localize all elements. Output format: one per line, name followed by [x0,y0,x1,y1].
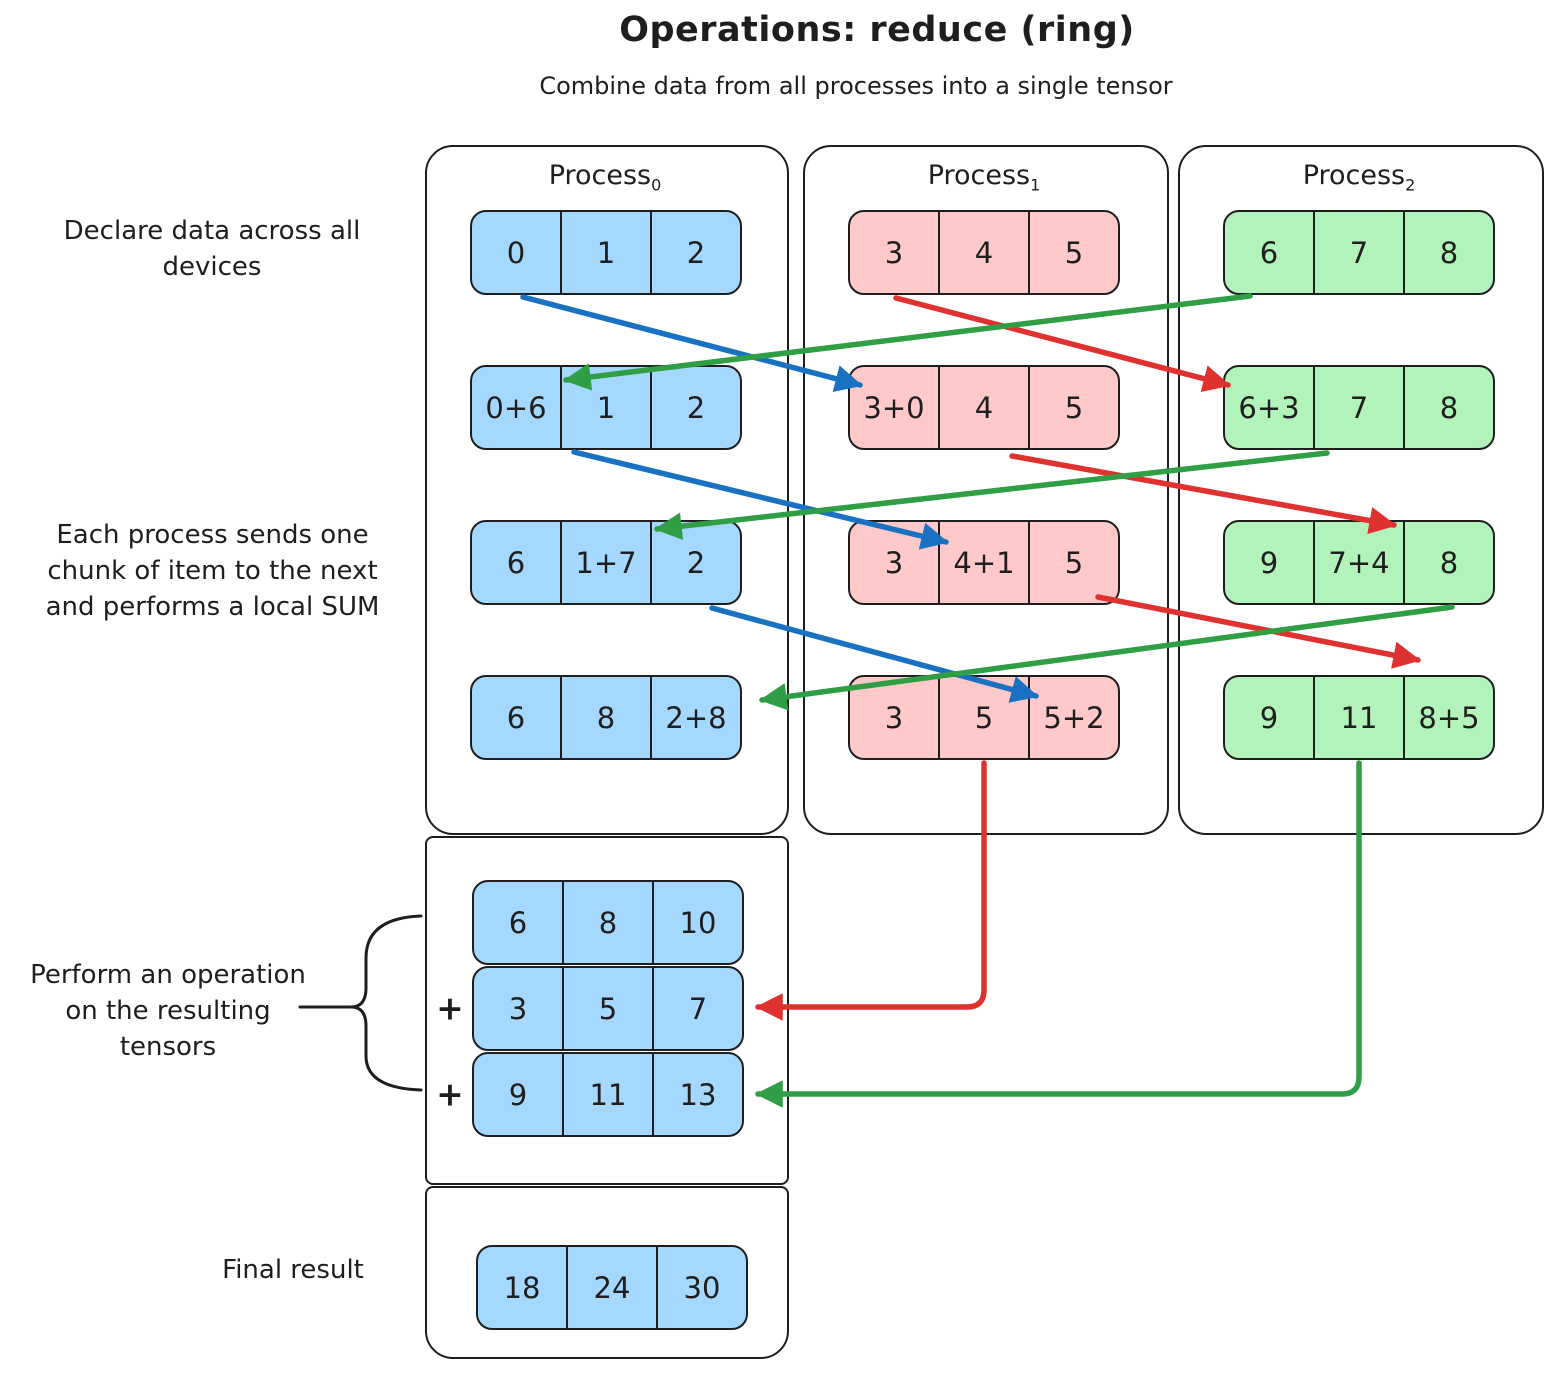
tensor-cell: 5 [1028,367,1118,448]
tensor-cell: 3 [884,700,904,735]
process0-title: Process0 [425,160,785,194]
tensor-cell: 13 [652,1054,742,1135]
tensor-cell: 1 [560,212,650,293]
plus-sign: + [436,1074,464,1114]
tensor-cell: 7 [1313,212,1403,293]
tensor-cell: 7 [652,968,742,1049]
annotation-final-result: Final result [222,1255,364,1285]
tensor-cell: 2 [650,522,740,603]
tensor-cell: 0+6 [485,390,547,425]
annotation-send-sum: Each process sends one chunk of item to … [45,520,380,622]
tensor-cell: 2 [650,367,740,448]
tensor-cell: 6 [508,905,528,940]
tensor-cell: 6+3 [1238,390,1300,425]
tensor-cell: 8 [1403,367,1493,448]
tensor-cell: 5 [562,968,652,1049]
process0-final-box [425,1186,789,1359]
process2-title-text: Process [1302,160,1406,191]
page-title: Operations: reduce (ring) [619,10,1135,50]
page-subtitle: Combine data from all processes into a s… [539,72,1173,100]
tensor-p0-step2: 6 1+7 2 [470,520,742,605]
tensor-p2-step1: 6+3 7 8 [1223,365,1495,450]
annotation-operation: Perform an operation on the resulting te… [30,960,306,1062]
tensor-cell: 11 [1313,677,1403,758]
tensor-cell: 2+8 [650,677,740,758]
tensor-cell: 18 [503,1270,541,1305]
tensor-p2-step3: 9 11 8+5 [1223,675,1495,760]
tensor-cell: 5 [1028,212,1118,293]
tensor-cell: 2 [650,212,740,293]
tensor-cell: 4 [938,367,1028,448]
op-tensor-local: 6 8 10 [472,880,744,965]
tensor-cell: 6 [1259,235,1279,270]
process1-title: Process1 [803,160,1165,194]
tensor-cell: 9 [1259,700,1279,735]
tensor-cell: 5+2 [1028,677,1118,758]
process1-title-text: Process [927,160,1031,191]
tensor-cell: 3 [884,235,904,270]
process0-title-sub: 0 [651,175,662,195]
tensor-p1-step1: 3+0 4 5 [848,365,1120,450]
tensor-cell: 6 [506,545,526,580]
tensor-p2-step2: 9 7+4 8 [1223,520,1495,605]
final-result-tensor: 18 24 30 [476,1245,748,1330]
tensor-p0-step0: 0 1 2 [470,210,742,295]
annotation-declare: Declare data across all devices [63,216,361,282]
process1-title-sub: 1 [1030,175,1041,195]
process2-title: Process2 [1178,160,1540,194]
tensor-cell: 5 [1028,522,1118,603]
tensor-p1-step2: 3 4+1 5 [848,520,1120,605]
tensor-cell: 1+7 [560,522,650,603]
tensor-cell: 0 [506,235,526,270]
tensor-cell: 8 [562,882,652,963]
tensor-cell: 8+5 [1403,677,1493,758]
tensor-cell: 1 [560,367,650,448]
tensor-cell: 8 [1403,212,1493,293]
op-tensor-from-p1: 3 5 7 [472,966,744,1051]
process0-title-text: Process [548,160,652,191]
op-tensor-from-p2: 9 11 13 [472,1052,744,1137]
tensor-p1-step0: 3 4 5 [848,210,1120,295]
tensor-cell: 7 [1313,367,1403,448]
tensor-cell: 6 [506,700,526,735]
tensor-cell: 30 [656,1247,746,1328]
tensor-cell: 3 [508,991,528,1026]
tensor-cell: 5 [938,677,1028,758]
tensor-p0-step3: 6 8 2+8 [470,675,742,760]
tensor-cell: 8 [1403,522,1493,603]
tensor-p1-step3: 3 5 5+2 [848,675,1120,760]
tensor-cell: 9 [508,1077,528,1112]
tensor-p2-step0: 6 7 8 [1223,210,1495,295]
tensor-cell: 7+4 [1313,522,1403,603]
tensor-cell: 24 [566,1247,656,1328]
tensor-cell: 8 [560,677,650,758]
tensor-cell: 11 [562,1054,652,1135]
plus-sign: + [436,988,464,1028]
tensor-cell: 3+0 [863,390,925,425]
process2-title-sub: 2 [1405,175,1416,195]
tensor-cell: 10 [652,882,742,963]
tensor-cell: 9 [1259,545,1279,580]
tensor-cell: 4 [938,212,1028,293]
tensor-p0-step1: 0+6 1 2 [470,365,742,450]
curly-brace [349,914,423,1092]
tensor-cell: 3 [884,545,904,580]
tensor-cell: 4+1 [938,522,1028,603]
